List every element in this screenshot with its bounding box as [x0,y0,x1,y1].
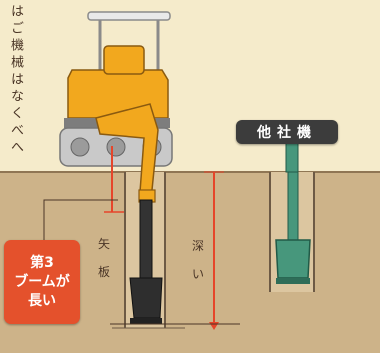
third-boom-tag-line1: 第3 [30,254,54,271]
third-boom-tag-line3: 長い [28,292,56,309]
label-ita: 板 [97,265,110,279]
label-ya: 矢 [97,237,110,251]
other-machine-tag: 他社機 [236,120,338,144]
other-machine [275,141,311,284]
excavator [59,11,173,324]
label-i: い [191,267,204,281]
third-boom-tag-line2: ブームが [14,273,70,290]
sky [0,0,380,172]
third-boom-tag: 第3 ブームが 長い [4,240,80,324]
side-text: はご機械はなくべへ [8,4,23,157]
label-fuka: 深 [191,239,204,253]
